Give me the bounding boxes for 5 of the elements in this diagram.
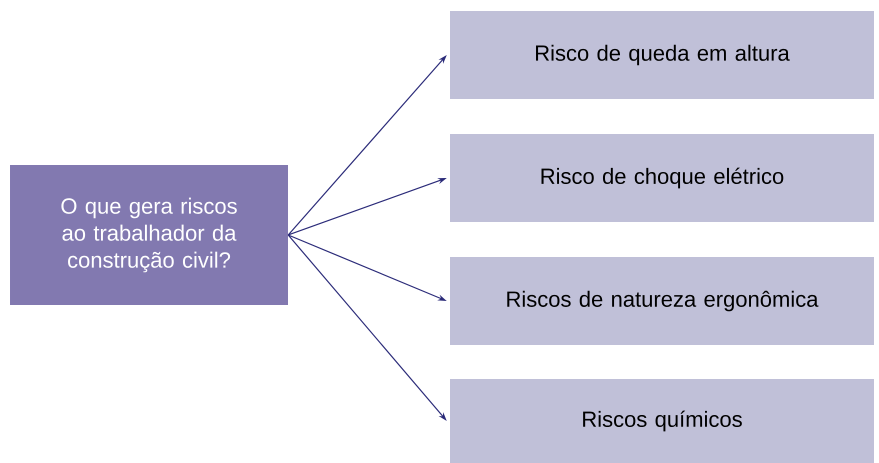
text-box: Riscos de natureza ergonômica: [450, 257, 874, 345]
text-box: Risco de queda em altura: [450, 11, 874, 99]
text-box: Riscos químicos: [450, 379, 874, 463]
text-box: Risco de choque elétrico: [450, 134, 874, 222]
text-box: O que gera riscos ao trabalhador da construção civil?: [10, 165, 288, 305]
